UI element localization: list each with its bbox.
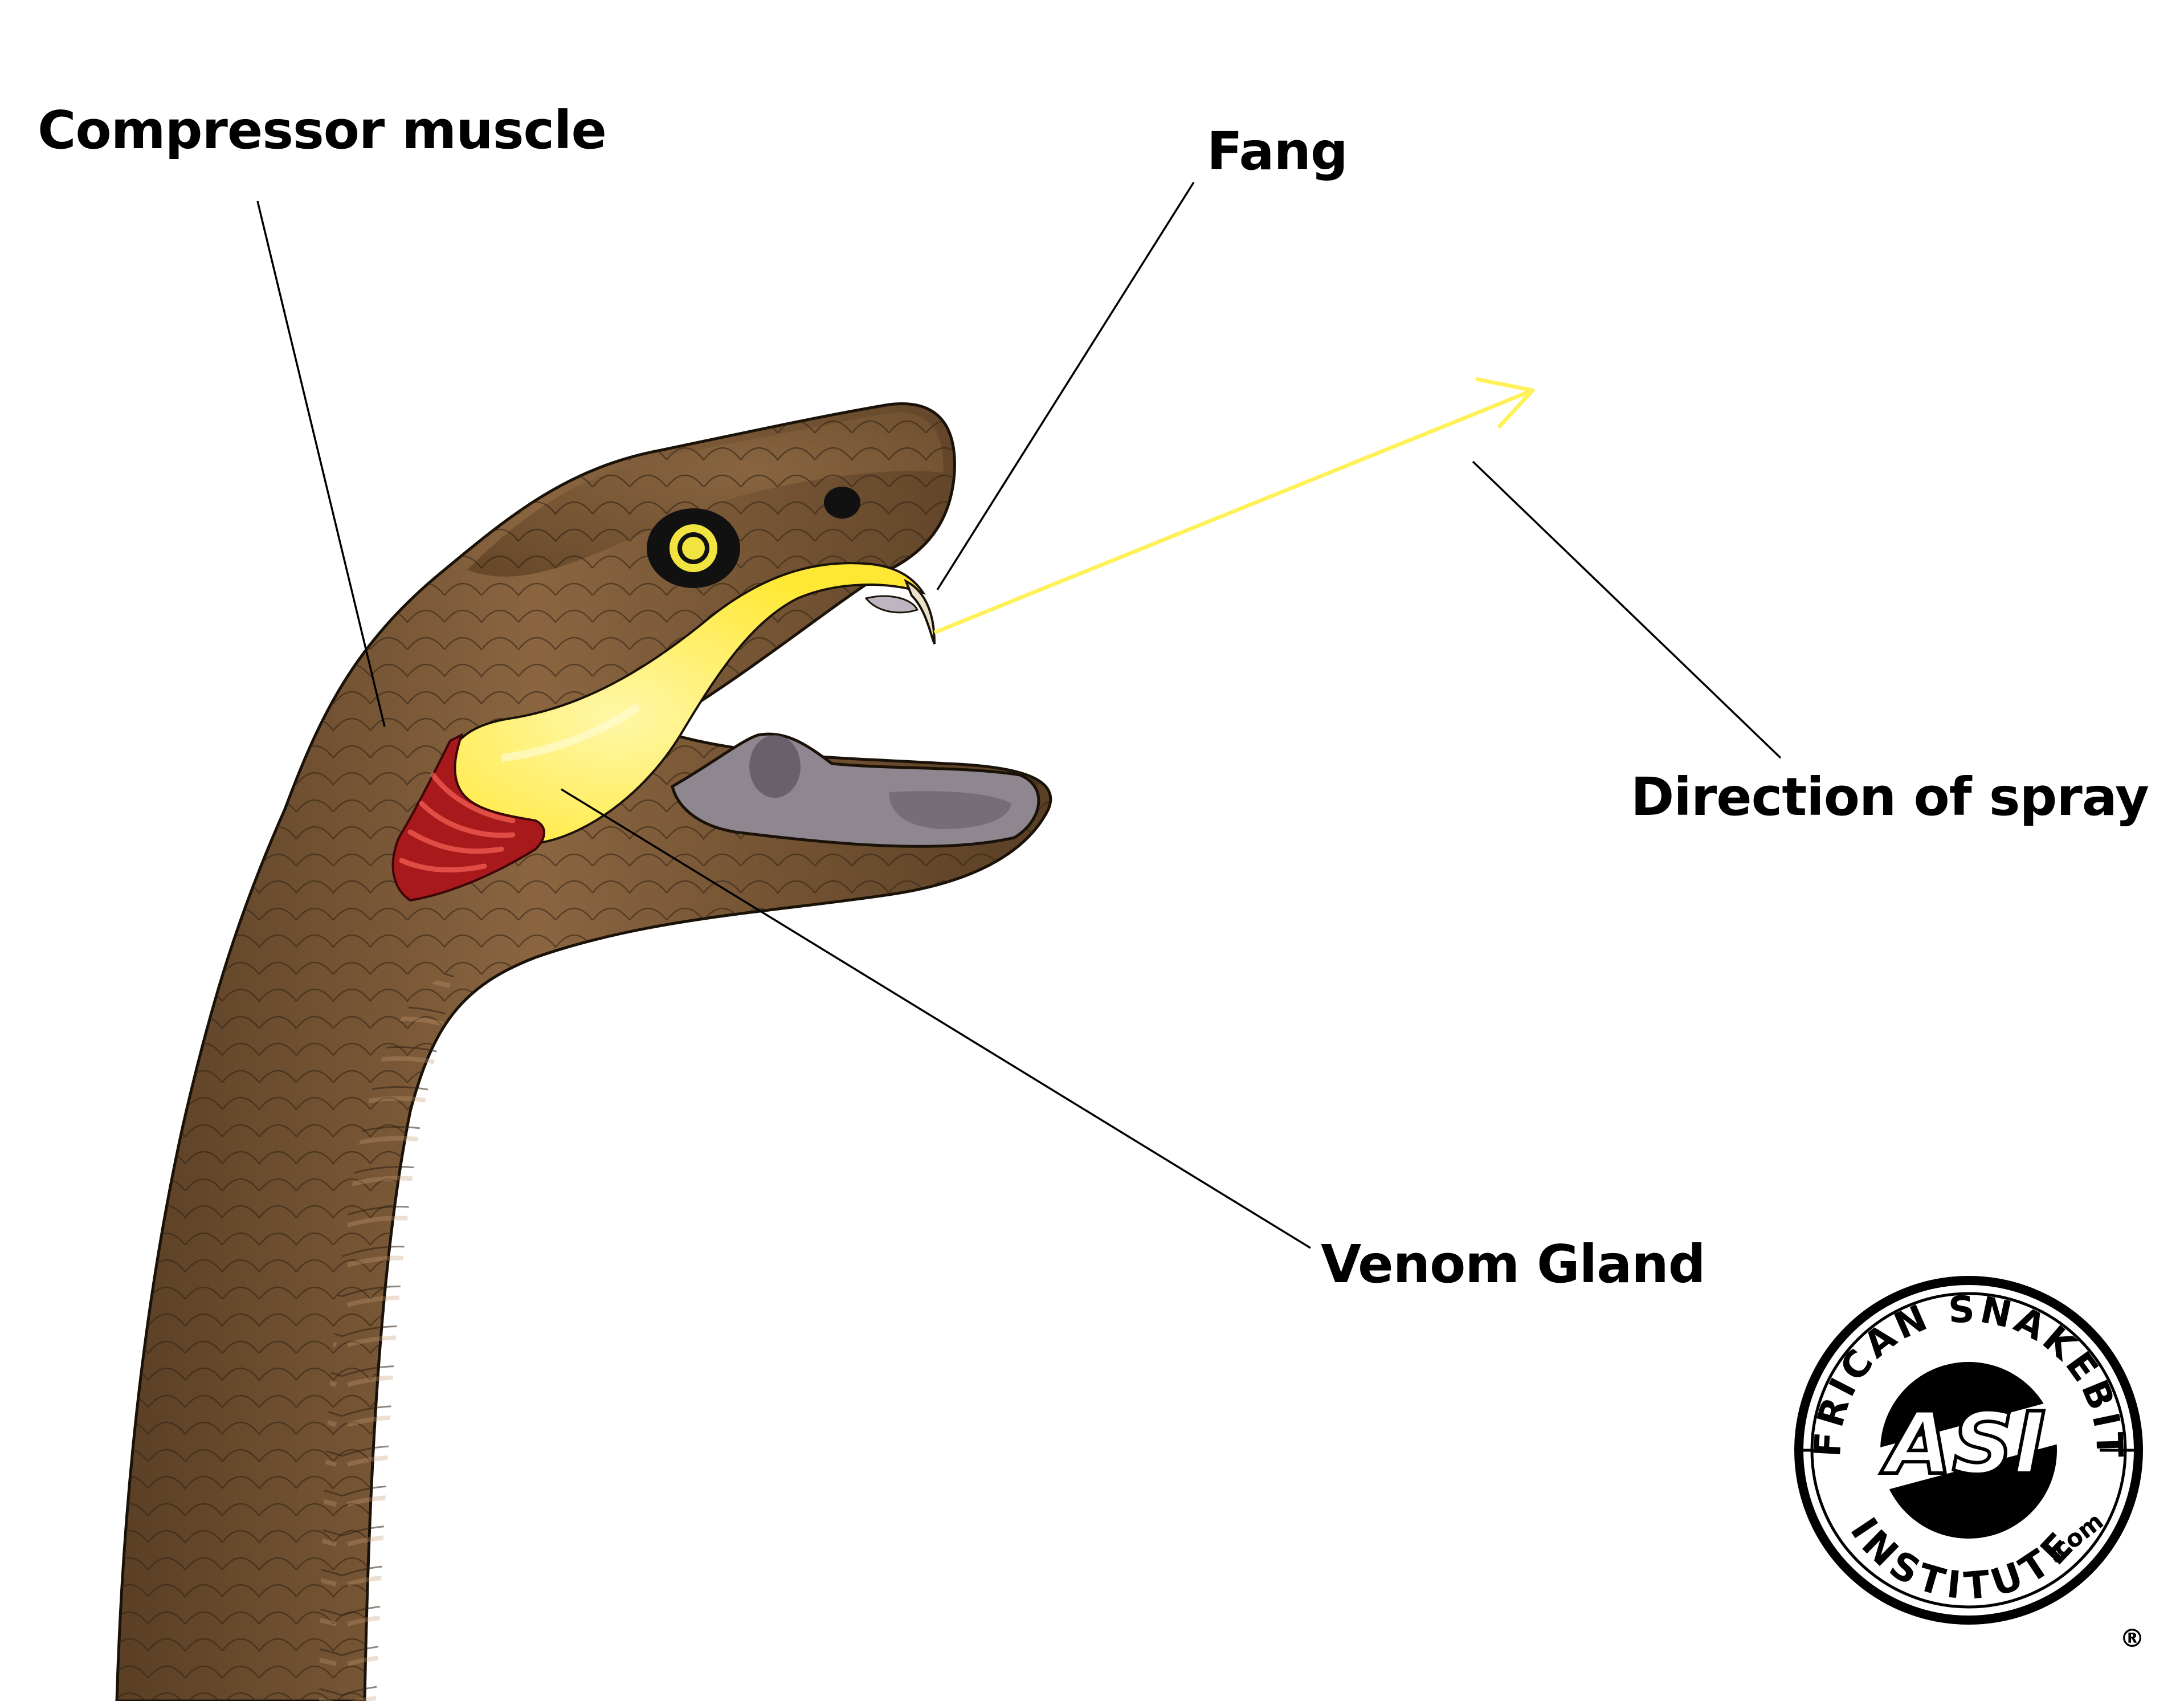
label-compressor-muscle: Compressor muscle <box>38 100 607 161</box>
leader-spray <box>1472 460 1782 759</box>
leader-compressor-muscle <box>256 201 386 727</box>
spray-arrow <box>933 377 1535 635</box>
snake-eye <box>647 508 740 588</box>
snake-body <box>115 402 1052 1701</box>
snake-mouth <box>671 595 1040 848</box>
label-direction-of-spray: Direction of spray <box>1631 766 2149 827</box>
logo-monogram: ASI <box>1880 1394 2046 1494</box>
nostril <box>824 487 860 519</box>
leader-fang <box>936 182 1195 590</box>
logo-registered: ® <box>2120 1624 2145 1653</box>
leader-lines <box>256 182 1782 1249</box>
fang-shape <box>904 578 936 644</box>
compressor-muscle-shape <box>391 733 545 902</box>
leader-venom-gland <box>561 788 1311 1249</box>
label-venom-gland: Venom Gland <box>1321 1234 1706 1295</box>
asi-logo: AFRICAN SNAKEBITE INSTITUTE .com ASI ® <box>1794 1276 2145 1653</box>
label-fang: Fang <box>1207 121 1348 182</box>
